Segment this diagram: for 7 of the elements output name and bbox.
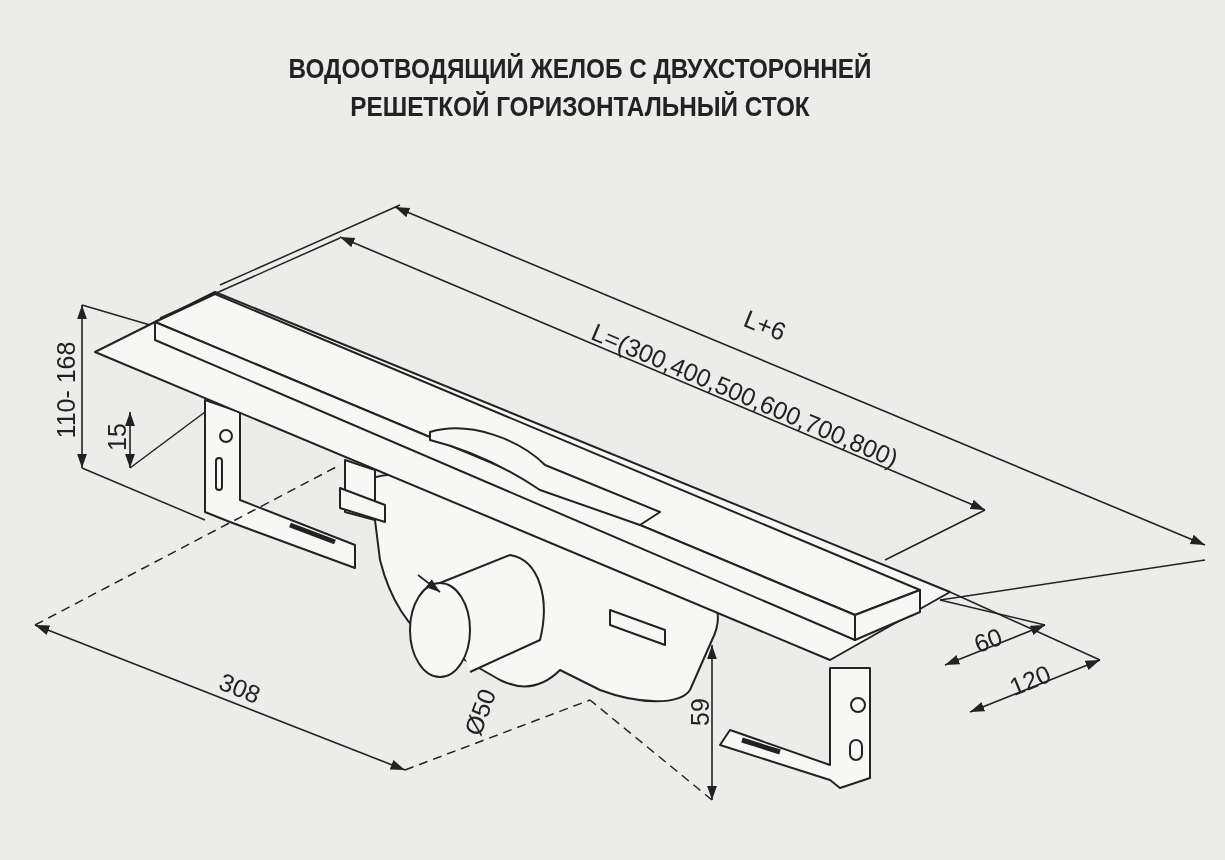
dimension-label: 308 [215, 667, 265, 709]
diagram-title: ВОДООТВОДЯЩИЙ ЖЕЛОБ С ДВУХСТОРОННЕЙ РЕШЕТКОЙ ГОРИЗОНТАЛЬНЫЙ СТОК [287, 52, 873, 124]
dimension-label: 60 [970, 622, 1006, 658]
dimension-label: 110- 168 [52, 341, 80, 439]
dimension-label: Ø50 [458, 685, 502, 739]
dimension-label: 15 [103, 423, 131, 451]
dimension-label: 59 [686, 698, 714, 726]
